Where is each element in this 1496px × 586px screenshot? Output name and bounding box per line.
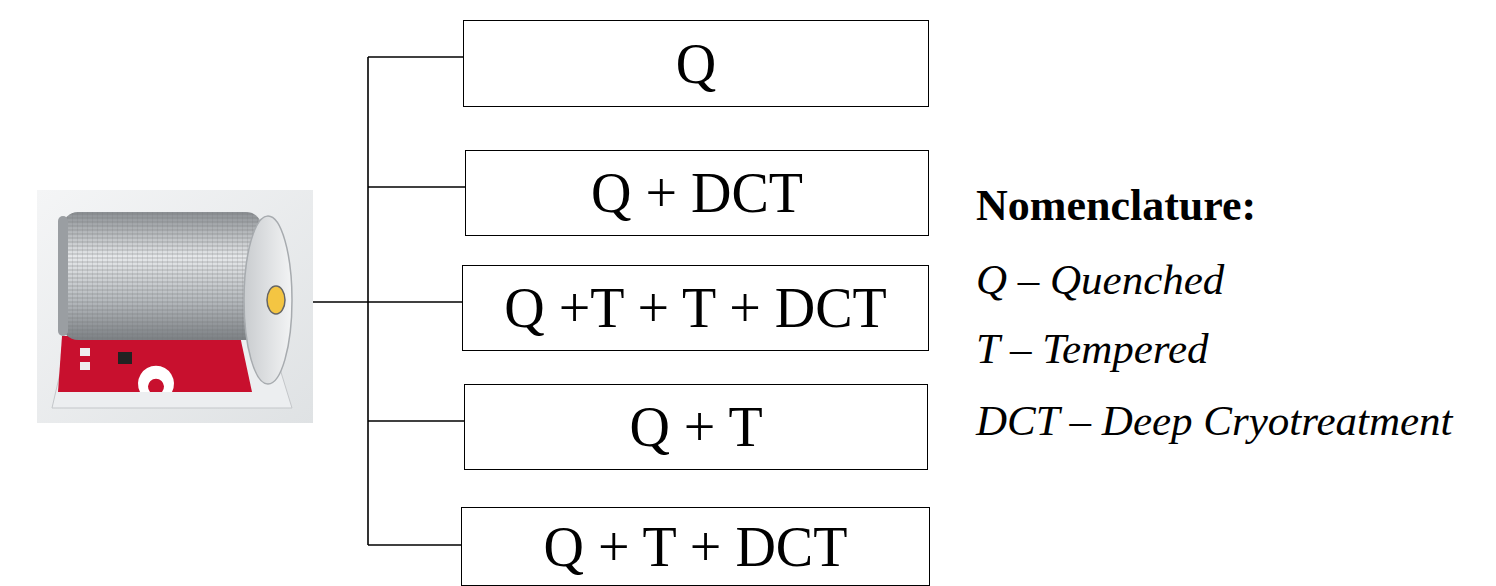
process-box: Q + DCT: [465, 150, 929, 236]
nomenclature-entry: DCT – Deep Cryotreatment: [976, 399, 1453, 442]
process-box: Q + T: [464, 384, 928, 470]
process-box: Q: [463, 20, 929, 107]
bracket-tick: [368, 56, 463, 58]
treatment-label: Q +T + T + DCT: [504, 280, 887, 336]
treatment-label: Q + T: [629, 399, 762, 455]
treatment-label: Q: [676, 36, 716, 92]
nomenclature-entry: Q – Quenched: [976, 258, 1224, 301]
process-box: Q +T + T + DCT: [462, 265, 929, 351]
bracket-lines: [313, 57, 465, 545]
feed-line: [313, 301, 462, 303]
process-box: Q + T + DCT: [461, 507, 930, 586]
bracket-tick: [368, 544, 461, 546]
legend-heading: Nomenclature:: [976, 184, 1256, 228]
furnace-illustration: [37, 190, 313, 423]
bracket-spine: [367, 57, 369, 545]
treatment-label: Q + DCT: [591, 165, 803, 221]
nomenclature-entry: T – Tempered: [976, 327, 1209, 370]
treatment-label: Q + T + DCT: [544, 519, 848, 575]
bracket-tick: [368, 186, 465, 188]
bracket-tick: [368, 420, 464, 422]
